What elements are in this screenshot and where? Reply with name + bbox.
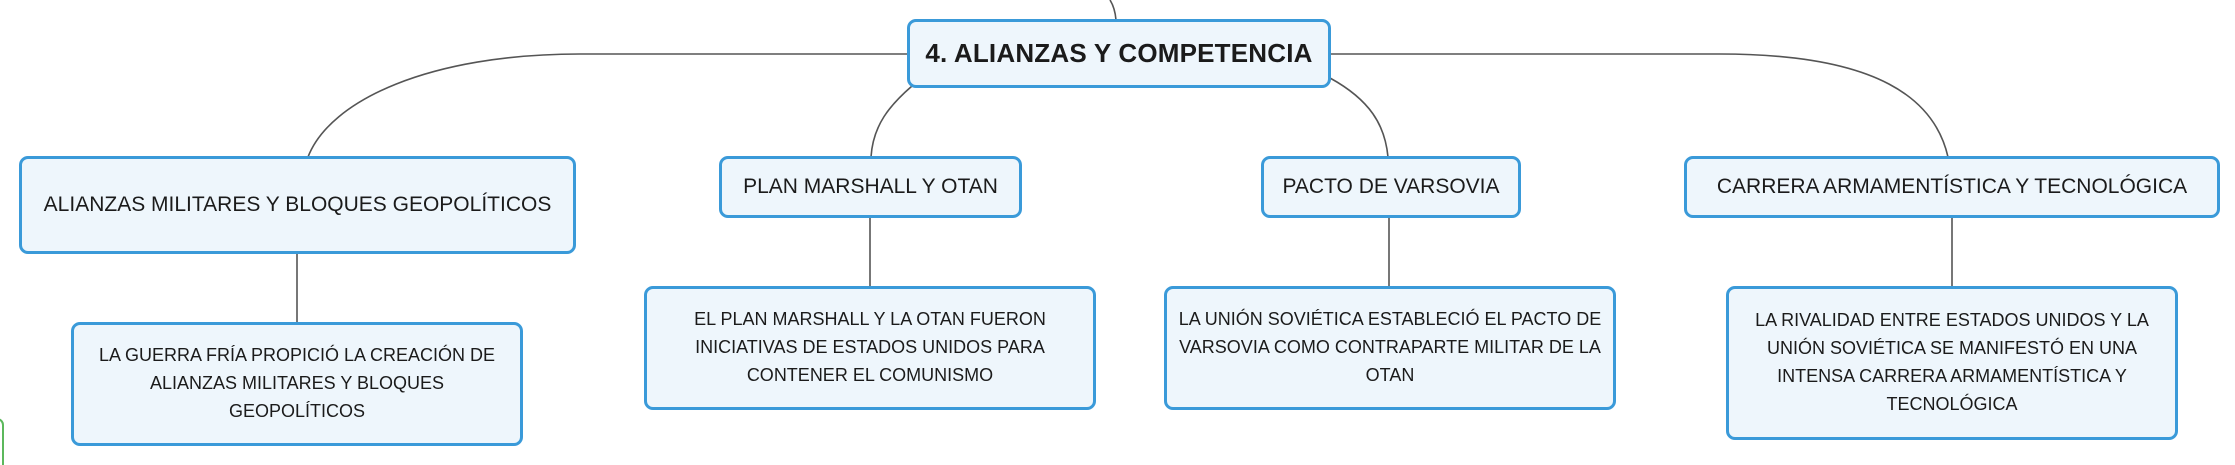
- detail-node-carrera-armamentistica[interactable]: LA RIVALIDAD ENTRE ESTADOS UNIDOS Y LA U…: [1726, 286, 2178, 440]
- detail-text: EL PLAN MARSHALL Y LA OTAN FUERON INICIA…: [694, 309, 1046, 385]
- detail-text: LA RIVALIDAD ENTRE ESTADOS UNIDOS Y LA U…: [1755, 310, 2149, 414]
- branch-node-carrera-armamentistica[interactable]: CARRERA ARMAMENTÍSTICA Y TECNOLÓGICA: [1684, 156, 2220, 218]
- connector-root-to-branch-2: [870, 85, 913, 158]
- branch-node-plan-marshall[interactable]: PLAN MARSHALL Y OTAN: [719, 156, 1022, 218]
- detail-node-pacto-varsovia[interactable]: LA UNIÓN SOVIÉTICA ESTABLECIÓ EL PACTO D…: [1164, 286, 1616, 410]
- branch-label: PLAN MARSHALL Y OTAN: [743, 175, 998, 198]
- detail-text: LA GUERRA FRÍA PROPICIÓ LA CREACIÓN DE A…: [98, 345, 496, 421]
- detail-text: LA UNIÓN SOVIÉTICA ESTABLECIÓ EL PACTO D…: [1178, 309, 1602, 385]
- branch-node-alianzas[interactable]: ALIANZAS MILITARES Y BLOQUES GEOPOLÍTICO…: [19, 156, 576, 254]
- root-topic-node[interactable]: 4. ALIANZAS Y COMPETENCIA: [907, 19, 1331, 88]
- connector-parent-to-root: [1109, 0, 1117, 21]
- connector-root-to-branch-4: [1330, 53, 1949, 158]
- detail-node-plan-marshall[interactable]: EL PLAN MARSHALL Y LA OTAN FUERON INICIA…: [644, 286, 1096, 410]
- branch-label: ALIANZAS MILITARES Y BLOQUES GEOPOLÍTICO…: [43, 193, 552, 216]
- branch-node-pacto-varsovia[interactable]: PACTO DE VARSOVIA: [1261, 156, 1521, 218]
- root-topic-label: 4. ALIANZAS Y COMPETENCIA: [925, 38, 1313, 68]
- branch-label: CARRERA ARMAMENTÍSTICA Y TECNOLÓGICA: [1716, 175, 2188, 198]
- detail-node-alianzas[interactable]: LA GUERRA FRÍA PROPICIÓ LA CREACIÓN DE A…: [71, 322, 523, 446]
- connector-root-to-branch-1: [307, 53, 908, 158]
- offscreen-node-edge: [0, 418, 4, 465]
- branch-label: PACTO DE VARSOVIA: [1282, 175, 1500, 198]
- connector-root-to-branch-3: [1329, 77, 1389, 158]
